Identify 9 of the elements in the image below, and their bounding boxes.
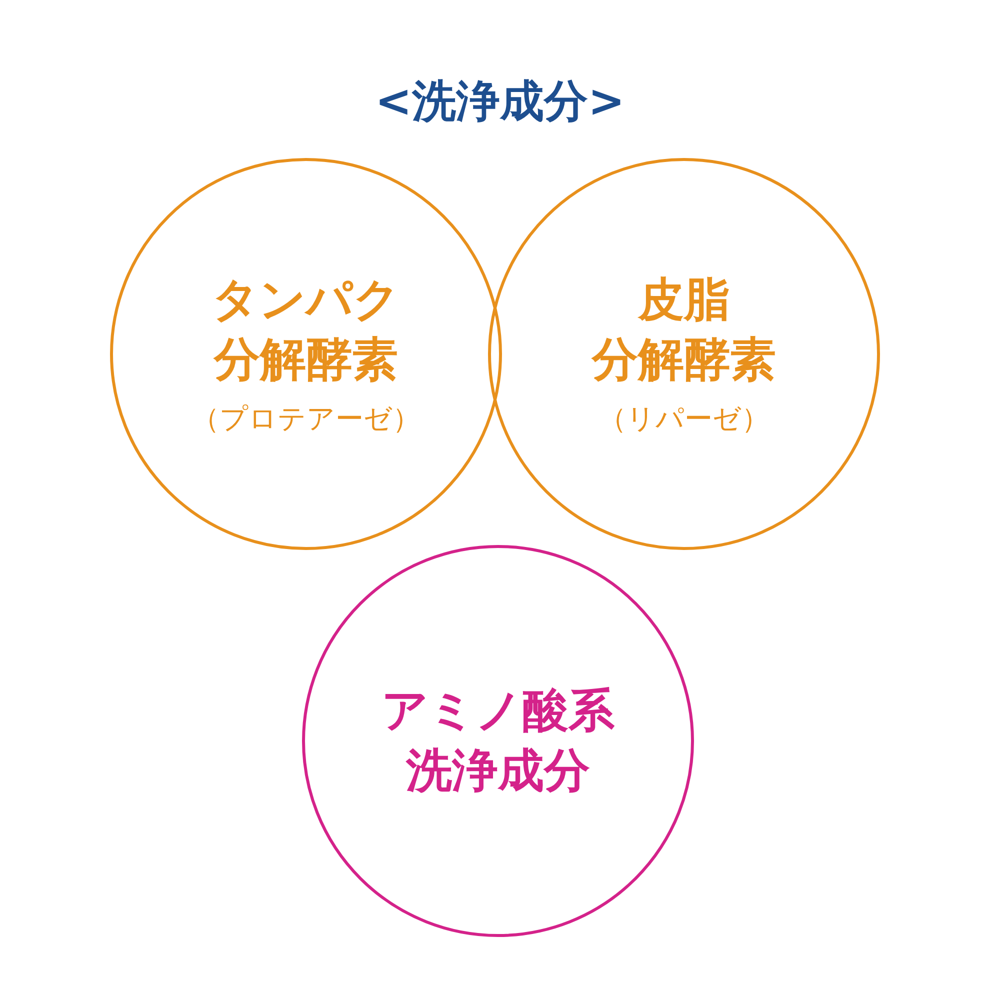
circle-heading: 皮脂分解酵素 bbox=[592, 271, 776, 388]
title: <洗浄成分> bbox=[374, 75, 626, 129]
circle-heading: アミノ酸系洗浄成分 bbox=[382, 682, 614, 799]
circle-subtext: （リパーゼ） bbox=[598, 400, 770, 437]
circle-heading: タンパク分解酵素 bbox=[212, 271, 400, 388]
circle-outline bbox=[488, 158, 880, 550]
circle-outline bbox=[302, 545, 694, 937]
circle-outline bbox=[110, 158, 502, 550]
circle-subtext: （プロテアーゼ） bbox=[192, 400, 420, 437]
